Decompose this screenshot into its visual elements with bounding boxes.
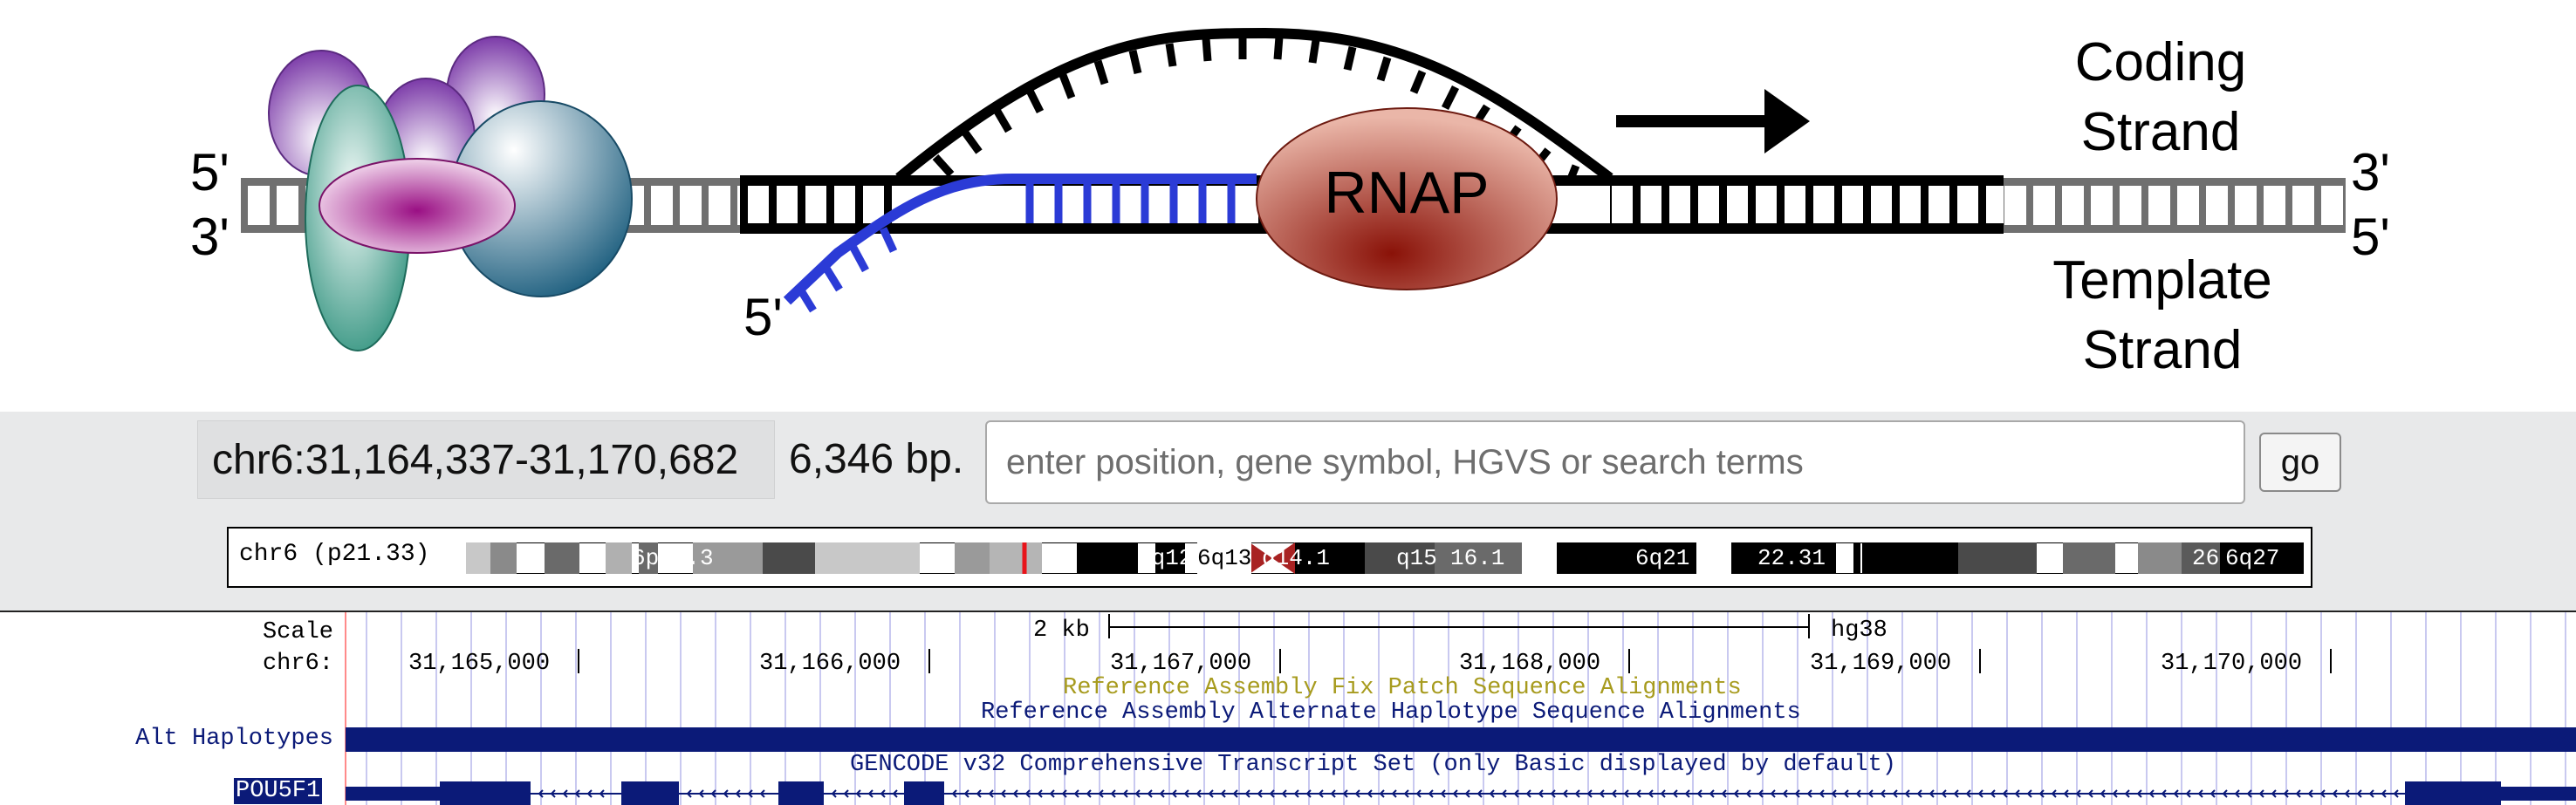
chrom-axis-label: chr6: [262,651,333,677]
band-label: 22.31 [1757,545,1826,571]
search-input[interactable] [985,420,2245,504]
template-strand-label-line2: Strand [2083,320,2243,380]
band-label: 6p22.3 [632,545,714,571]
scale-bar-right-tick [1808,614,1810,638]
coding-strand-label-line2: Strand [2081,102,2241,162]
rnap-enzyme [1256,107,1558,290]
template-five-prime-label: 5' [2351,208,2390,266]
ideogram-bands [466,542,2304,574]
band-label: q15 [1396,545,1437,571]
position-tick [578,649,579,673]
coding-five-prime-label: 5' [190,143,230,201]
template-strand-label-line1: Template [2052,250,2272,310]
scale-label: Scale [262,619,333,645]
band-label: 6q21 [1635,545,1690,571]
coding-three-prime-label: 3' [190,208,230,266]
position-tick-label: 31,167,000 [1110,651,1252,677]
transcription-diagram: RNAP 5' 3' 3' 5' 5' Coding Strand Templa… [190,27,2390,380]
rna-strand [783,174,1257,313]
go-button[interactable]: go [2259,433,2341,492]
transcription-factors [268,36,633,351]
position-tick-label: 31,165,000 [408,651,551,677]
band-label: 6q12 [1138,545,1193,571]
band-label: 26 [2192,545,2220,571]
alt-haplotype-track-title[interactable]: Reference Assembly Alternate Haplotype S… [981,699,1801,726]
gencode-track-title[interactable]: GENCODE v32 Comprehensive Transcript Set… [850,752,1896,778]
assembly-label: hg38 [1831,617,1887,644]
position-tick-label: 31,166,000 [759,651,901,677]
position-tick-label: 31,168,000 [1459,651,1601,677]
gene-model-pou5f1[interactable] [0,774,2576,805]
chromosome-ideogram[interactable]: chr6 (p21.33) 6p22.3 6q [227,527,2312,588]
position-tick-label: 31,169,000 [1810,651,1952,677]
genome-browser-tracks: Scale chr6: 2 kb hg38 31,165,000 31,166,… [0,611,2576,805]
position-display: chr6:31,164,337-31,170,682 [197,420,775,499]
fix-patch-track-title[interactable]: Reference Assembly Fix Patch Sequence Al… [1063,675,1742,701]
band-label: 6q13 [1197,542,1252,574]
template-three-prime-label: 3' [2351,143,2390,201]
coding-strand-label-line1: Coding [2075,32,2246,92]
direction-arrow-icon [1616,89,1810,153]
band-label: 16.1 [1450,545,1505,571]
gene-label-pou5f1[interactable]: POU5F1 [234,778,323,804]
position-tick [2330,649,2332,673]
position-tick [928,649,930,673]
track-gridlines [345,612,2566,805]
scale-bar-size: 2 kb [1033,617,1090,644]
position-tick [1628,649,1630,673]
ideogram-chrom-label: chr6 (p21.33) [239,541,430,568]
alt-haplotypes-track-bar[interactable] [346,727,2576,752]
position-tick [1279,649,1281,673]
band-label: q14.1 [1262,545,1331,571]
band-label: 6q27 [2225,545,2280,571]
transcription-diagram-svg: RNAP 5' 3' 3' 5' 5' Coding Strand Templa… [190,27,2390,380]
position-tick-label: 31,170,000 [2161,651,2303,677]
rna-five-prime-label: 5' [743,288,783,346]
rnap-label: RNAP [1325,160,1490,226]
position-tick [1979,649,1981,673]
region-size-label: 6,346 bp. [789,436,964,482]
alt-haplotypes-label[interactable]: Alt Haplotypes [135,726,333,752]
scale-bar [1108,626,1810,628]
ideogram-band-labels: 6p22.3 6q12 6q13 q14.1 q15 16.1 6q21 22.… [466,542,2304,574]
